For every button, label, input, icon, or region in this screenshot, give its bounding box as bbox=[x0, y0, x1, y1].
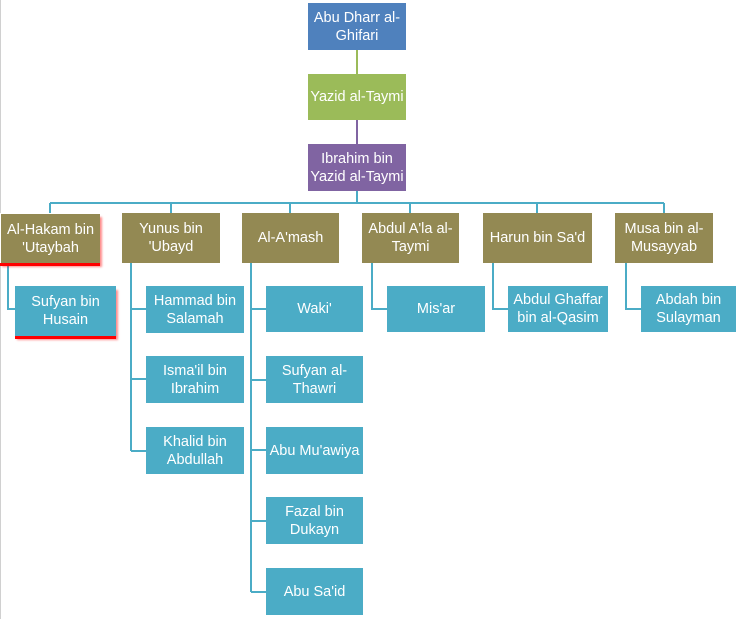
node-misar[interactable]: Mis'ar bbox=[387, 286, 485, 332]
connector-abdulala-children bbox=[371, 263, 387, 310]
node-ibrahim-label: Ibrahim bin Yazid al-Taymi bbox=[310, 150, 404, 185]
node-hammad-label: Hammad bin Salamah bbox=[153, 292, 237, 327]
node-sufyan-husain[interactable]: Sufyan bin Husain bbox=[15, 286, 116, 336]
node-misar-label: Mis'ar bbox=[416, 301, 456, 317]
node-al-amash-label: Al-A'mash bbox=[257, 230, 324, 246]
node-abdah-label: Abdah bin Sulayman bbox=[655, 292, 722, 326]
node-sufyan-thawri[interactable]: Sufyan al-Thawri bbox=[266, 356, 363, 403]
node-waki-label: Waki' bbox=[297, 301, 332, 317]
node-waki[interactable]: Waki' bbox=[266, 286, 363, 332]
node-harun[interactable]: Harun bin Sa'd bbox=[483, 213, 592, 263]
node-hammad[interactable]: Hammad bin Salamah bbox=[146, 286, 244, 333]
node-khalid-label: Khalid bin Abdullah bbox=[163, 433, 227, 468]
node-abu-said[interactable]: Abu Sa'id bbox=[266, 568, 363, 615]
node-khalid[interactable]: Khalid bin Abdullah bbox=[146, 427, 244, 474]
node-abdul-ghaffar-label: Abdul Ghaffar bin al-Qasim bbox=[513, 292, 603, 326]
node-yunus-label: Yunus bin 'Ubayd bbox=[139, 221, 203, 255]
node-ibrahim[interactable]: Ibrahim bin Yazid al-Taymi bbox=[308, 144, 406, 191]
node-sufyan-thawri-label: Sufyan al-Thawri bbox=[281, 362, 348, 397]
connector-hakam-children bbox=[7, 263, 15, 310]
node-al-amash[interactable]: Al-A'mash bbox=[242, 213, 339, 263]
node-ismail-label: Isma'il bin Ibrahim bbox=[162, 362, 227, 397]
node-sufyan-husain-label: Sufyan bin Husain bbox=[31, 294, 100, 328]
node-abdul-ala-label: Abdul A'la al-Taymi bbox=[368, 221, 453, 255]
node-al-hakam-label: Al-Hakam bin 'Utaybah bbox=[6, 221, 95, 256]
node-fazal-label: Fazal bin Dukayn bbox=[285, 503, 344, 538]
node-musa[interactable]: Musa bin al-Musayyab bbox=[615, 213, 713, 263]
node-al-hakam[interactable]: Al-Hakam bin 'Utaybah bbox=[0, 213, 100, 263]
node-abu-muawiya-label: Abu Mu'awiya bbox=[269, 442, 360, 459]
canvas-left-border bbox=[0, 0, 1, 619]
node-abdah[interactable]: Abdah bin Sulayman bbox=[641, 286, 736, 332]
node-abu-muawiya[interactable]: Abu Mu'awiya bbox=[266, 427, 363, 474]
node-yazid[interactable]: Yazid al-Taymi bbox=[308, 74, 406, 120]
node-abu-said-label: Abu Sa'id bbox=[283, 583, 346, 600]
node-abu-dharr[interactable]: Abu Dharr al-Ghifari bbox=[308, 3, 406, 50]
node-ismail[interactable]: Isma'il bin Ibrahim bbox=[146, 356, 244, 403]
node-fazal[interactable]: Fazal bin Dukayn bbox=[266, 497, 363, 544]
node-yazid-label: Yazid al-Taymi bbox=[310, 89, 404, 105]
node-musa-label: Musa bin al-Musayyab bbox=[624, 221, 704, 255]
node-abdul-ala[interactable]: Abdul A'la al-Taymi bbox=[362, 213, 459, 263]
node-abdul-ghaffar[interactable]: Abdul Ghaffar bin al-Qasim bbox=[508, 286, 608, 332]
node-yunus[interactable]: Yunus bin 'Ubayd bbox=[122, 213, 220, 263]
node-abu-dharr-label: Abu Dharr al-Ghifari bbox=[313, 9, 401, 44]
connector-harun-children bbox=[492, 263, 508, 310]
connector-musa-children bbox=[625, 263, 641, 310]
node-harun-label: Harun bin Sa'd bbox=[489, 230, 586, 246]
